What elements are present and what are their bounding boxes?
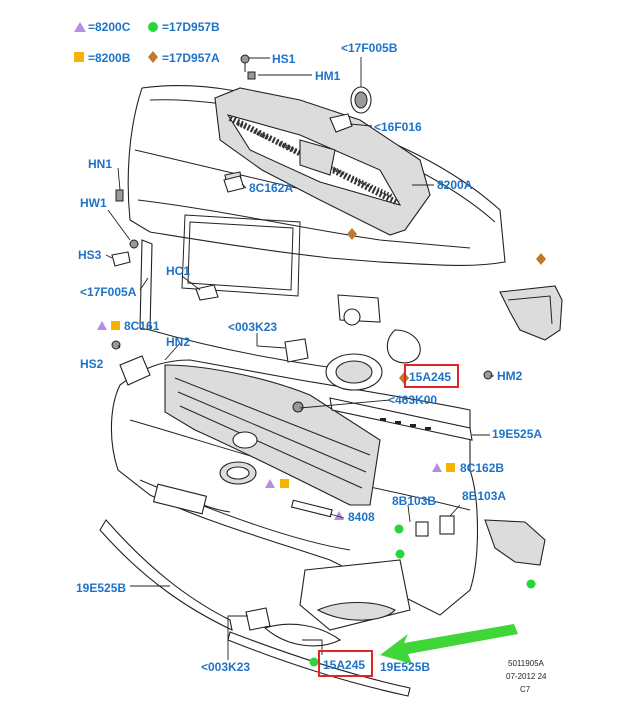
upper-small-parts (111, 54, 563, 341)
label-003k23-bottom: <003K23 (201, 660, 250, 674)
green-arrow-indicator (380, 624, 518, 664)
legend-label-17d957a: =17D957A (162, 51, 220, 65)
label-8200a: 8200A (437, 178, 473, 192)
triangle-icon (97, 321, 107, 330)
label-15a245-bottom: 15A245 (323, 658, 365, 672)
legend: =8200C =17D957B =8200B =17D957A (74, 20, 220, 65)
diagram-meta: 5011905A 07-2012 24 C7 (506, 659, 547, 694)
label-hm1: HM1 (315, 69, 341, 83)
label-19e525b-left: 19E525B (76, 581, 126, 595)
left-bracket (119, 355, 151, 386)
hm2-nut (483, 370, 493, 380)
leader-lines (105, 57, 494, 660)
diamond-icon (148, 51, 158, 63)
label-hw1: HW1 (80, 196, 107, 210)
label-8c161: 8C161 (124, 319, 160, 333)
diamond-icon (347, 228, 357, 240)
spoiler-slots (380, 418, 431, 430)
circle-icon (309, 657, 319, 667)
right-lower-bracket (484, 519, 546, 566)
meta-code: 5011905A (508, 659, 545, 668)
spoiler-strip-19e525a (329, 397, 473, 441)
label-hs1: HS1 (272, 52, 296, 66)
label-hm2: HM2 (497, 369, 523, 383)
hs2-screw (111, 340, 121, 350)
legend-label-8200c: =8200C (88, 20, 131, 34)
pad-8b103b (415, 521, 429, 537)
legend-label-17d957b: =17D957B (162, 20, 220, 34)
highlight-box-15a245-bottom (318, 650, 373, 677)
square-icon (280, 479, 289, 488)
triangle-icon (74, 22, 86, 32)
label-19e525a: 19E525A (492, 427, 542, 441)
circle-icon (394, 524, 404, 534)
label-8c162b: 8C162B (460, 461, 504, 475)
square-icon (446, 463, 455, 472)
label-17f005a: <17F005A (80, 285, 137, 299)
label-8c162a: 8C162A (249, 181, 293, 195)
label-003k23-top: <003K23 (228, 320, 277, 334)
label-8408: 8408 (348, 510, 375, 524)
label-hn1: HN1 (88, 157, 112, 171)
legend-label-8200b: =8200B (88, 51, 131, 65)
pad-8b103a (439, 515, 455, 535)
square-icon (111, 321, 120, 330)
triangle-icon (265, 479, 275, 488)
label-hn2: HN2 (166, 335, 190, 349)
label-17f005b: <17F005B (341, 41, 398, 55)
label-15a245-top: 15A245 (409, 370, 451, 384)
triangle-icon (432, 463, 442, 472)
left-side-trim (139, 239, 153, 331)
part-labels: HS1 HM1 <17F005B <16F016 8200A 8C162A HN… (76, 41, 542, 674)
circle-icon (526, 579, 536, 589)
square-icon (74, 52, 84, 62)
tow-eye-cover-top (284, 338, 309, 363)
lower-grille (164, 364, 381, 518)
label-16f016: <16F016 (374, 120, 422, 134)
circle-icon (148, 22, 158, 32)
meta-date: 07-2012 24 (506, 672, 547, 681)
highlight-box-15a245-top (404, 364, 459, 388)
label-8b103a: 8B103A (462, 489, 506, 503)
label-8b103b: 8B103B (392, 494, 436, 508)
463k00-screw (292, 401, 304, 413)
fog-lamp-surround-top-inner (335, 360, 373, 384)
label-19e525b-right: 19E525B (380, 660, 430, 674)
lower-strip-left (99, 519, 233, 631)
circle-icon (395, 549, 405, 559)
label-hs3: HS3 (78, 248, 102, 262)
meta-rev: C7 (520, 685, 531, 694)
label-hc1: HC1 (166, 264, 190, 278)
diamond-icon (536, 253, 546, 265)
label-463k00: <463K00 (388, 393, 437, 407)
label-hs2: HS2 (80, 357, 104, 371)
tow-eye-cover-bottom (245, 607, 271, 631)
